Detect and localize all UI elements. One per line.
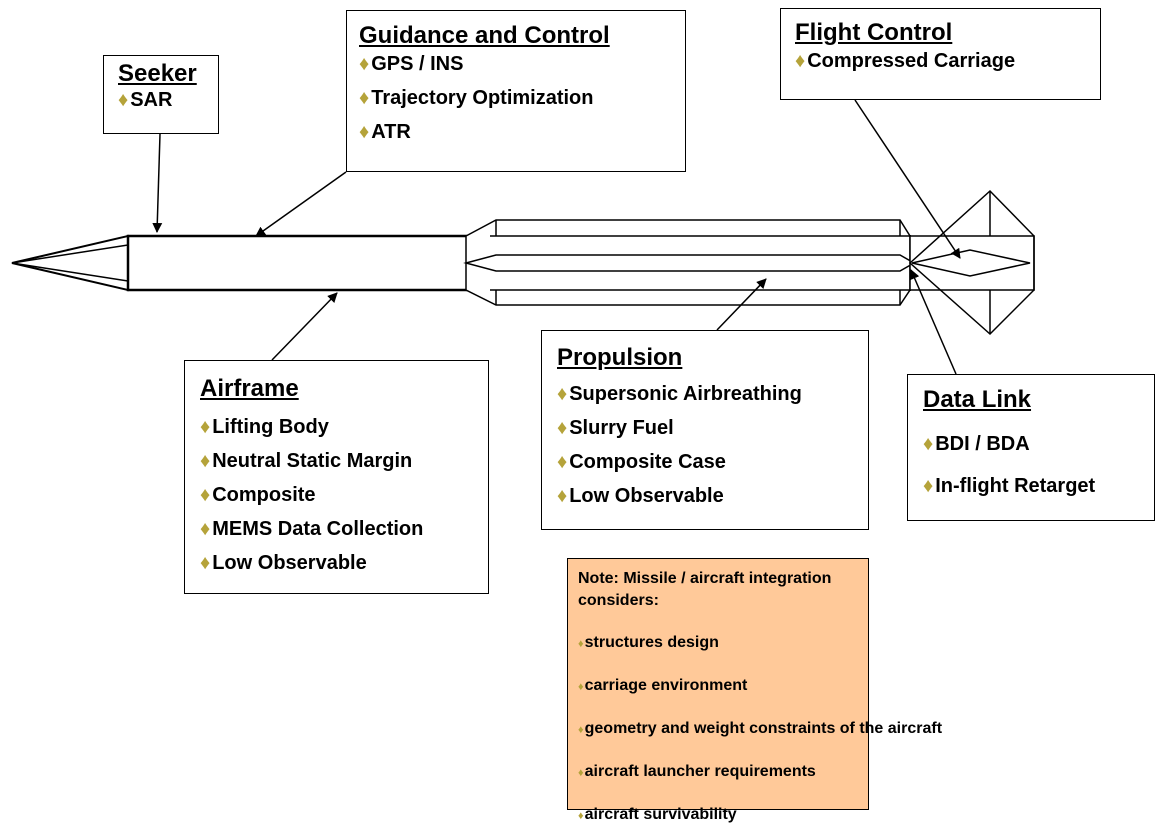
diamond-bullet-icon: ♦	[200, 552, 211, 574]
airframe-arrow	[271, 292, 338, 361]
flight-control-item: ♦Compressed Carriage	[795, 50, 1016, 72]
diamond-bullet-icon: ♦	[359, 53, 370, 75]
note-item: ♦carriage environment	[578, 677, 748, 694]
forward-body	[126, 234, 492, 292]
diamond-bullet-icon: ♦	[359, 87, 370, 109]
diamond-bullet-icon: ♦	[578, 681, 584, 693]
tail-section	[908, 189, 1035, 336]
note-item: ♦aircraft survivability	[578, 806, 737, 823]
diamond-bullet-icon: ♦	[578, 724, 584, 736]
callout-arrows	[152, 99, 961, 375]
diamond-bullet-icon: ♦	[578, 810, 584, 822]
data-link-item: ♦In-flight Retarget	[923, 475, 1096, 497]
integration-note: Note: Missile / aircraft integration con…	[567, 558, 943, 823]
diamond-bullet-icon: ♦	[578, 767, 584, 779]
propulsion-item: ♦Slurry Fuel	[557, 417, 674, 439]
missile-diagram	[11, 99, 1035, 375]
inlet	[463, 254, 916, 272]
diamond-bullet-icon: ♦	[923, 433, 934, 455]
diamond-bullet-icon: ♦	[200, 416, 211, 438]
diamond-bullet-icon: ♦	[200, 518, 211, 540]
diamond-bullet-icon: ♦	[923, 475, 934, 497]
airframe-item: ♦Neutral Static Margin	[200, 450, 413, 472]
propulsion-item: ♦Composite Case	[557, 451, 726, 473]
guidance-control-title: Guidance and Control	[359, 22, 610, 49]
seeker-arrow	[152, 133, 163, 233]
propulsion-item: ♦Supersonic Airbreathing	[557, 383, 802, 405]
airframe-item: ♦Composite	[200, 484, 316, 506]
data-link-arrow	[909, 269, 957, 375]
diamond-bullet-icon: ♦	[557, 417, 568, 439]
guidance-control-box: Guidance and Control ♦GPS / INS ♦Traject…	[346, 10, 686, 172]
data-link-item: ♦BDI / BDA	[923, 433, 1030, 455]
guidance-item: ♦Trajectory Optimization	[359, 87, 594, 109]
seeker-title: Seeker	[118, 60, 197, 87]
nose-cone	[11, 234, 129, 292]
flight-control-box: Flight Control ♦Compressed Carriage	[780, 8, 1101, 100]
diamond-bullet-icon: ♦	[557, 383, 568, 405]
seeker-item: ♦SAR	[118, 89, 173, 111]
flight-control-arrow	[854, 99, 961, 259]
guidance-arrow	[255, 171, 347, 237]
diamond-bullet-icon: ♦	[795, 50, 806, 72]
propulsion-box: Propulsion ♦Supersonic Airbreathing ♦Slu…	[541, 330, 869, 530]
diamond-bullet-icon: ♦	[118, 89, 129, 111]
propulsion-title: Propulsion	[557, 344, 683, 371]
diamond-bullet-icon: ♦	[359, 121, 370, 143]
airframe-title: Airframe	[200, 375, 299, 402]
airframe-box: Airframe ♦Lifting Body ♦Neutral Static M…	[184, 360, 489, 594]
diamond-bullet-icon: ♦	[578, 638, 584, 650]
note-item: ♦geometry and weight constraints of the …	[578, 720, 943, 737]
diamond-bullet-icon: ♦	[557, 485, 568, 507]
airframe-item: ♦MEMS Data Collection	[200, 518, 424, 540]
note-heading: Note: Missile / aircraft integration con…	[578, 570, 832, 609]
airframe-item: ♦Lifting Body	[200, 416, 329, 438]
diamond-bullet-icon: ♦	[557, 451, 568, 473]
propulsion-item: ♦Low Observable	[557, 485, 724, 507]
diamond-bullet-icon: ♦	[200, 450, 211, 472]
flight-control-title: Flight Control	[795, 19, 953, 46]
airframe-item: ♦Low Observable	[200, 552, 367, 574]
propulsion-arrow	[716, 278, 767, 331]
diamond-bullet-icon: ♦	[200, 484, 211, 506]
note-item: ♦structures design	[578, 634, 719, 651]
guidance-item: ♦ATR	[359, 121, 411, 143]
data-link-title: Data Link	[923, 386, 1032, 413]
data-link-box: Data Link ♦BDI / BDA ♦In-flight Retarget	[907, 374, 1155, 521]
guidance-item: ♦GPS / INS	[359, 53, 464, 75]
missile-body	[11, 189, 1035, 336]
note-item: ♦aircraft launcher requirements	[578, 763, 816, 780]
seeker-box: Seeker ♦SAR	[103, 55, 219, 134]
